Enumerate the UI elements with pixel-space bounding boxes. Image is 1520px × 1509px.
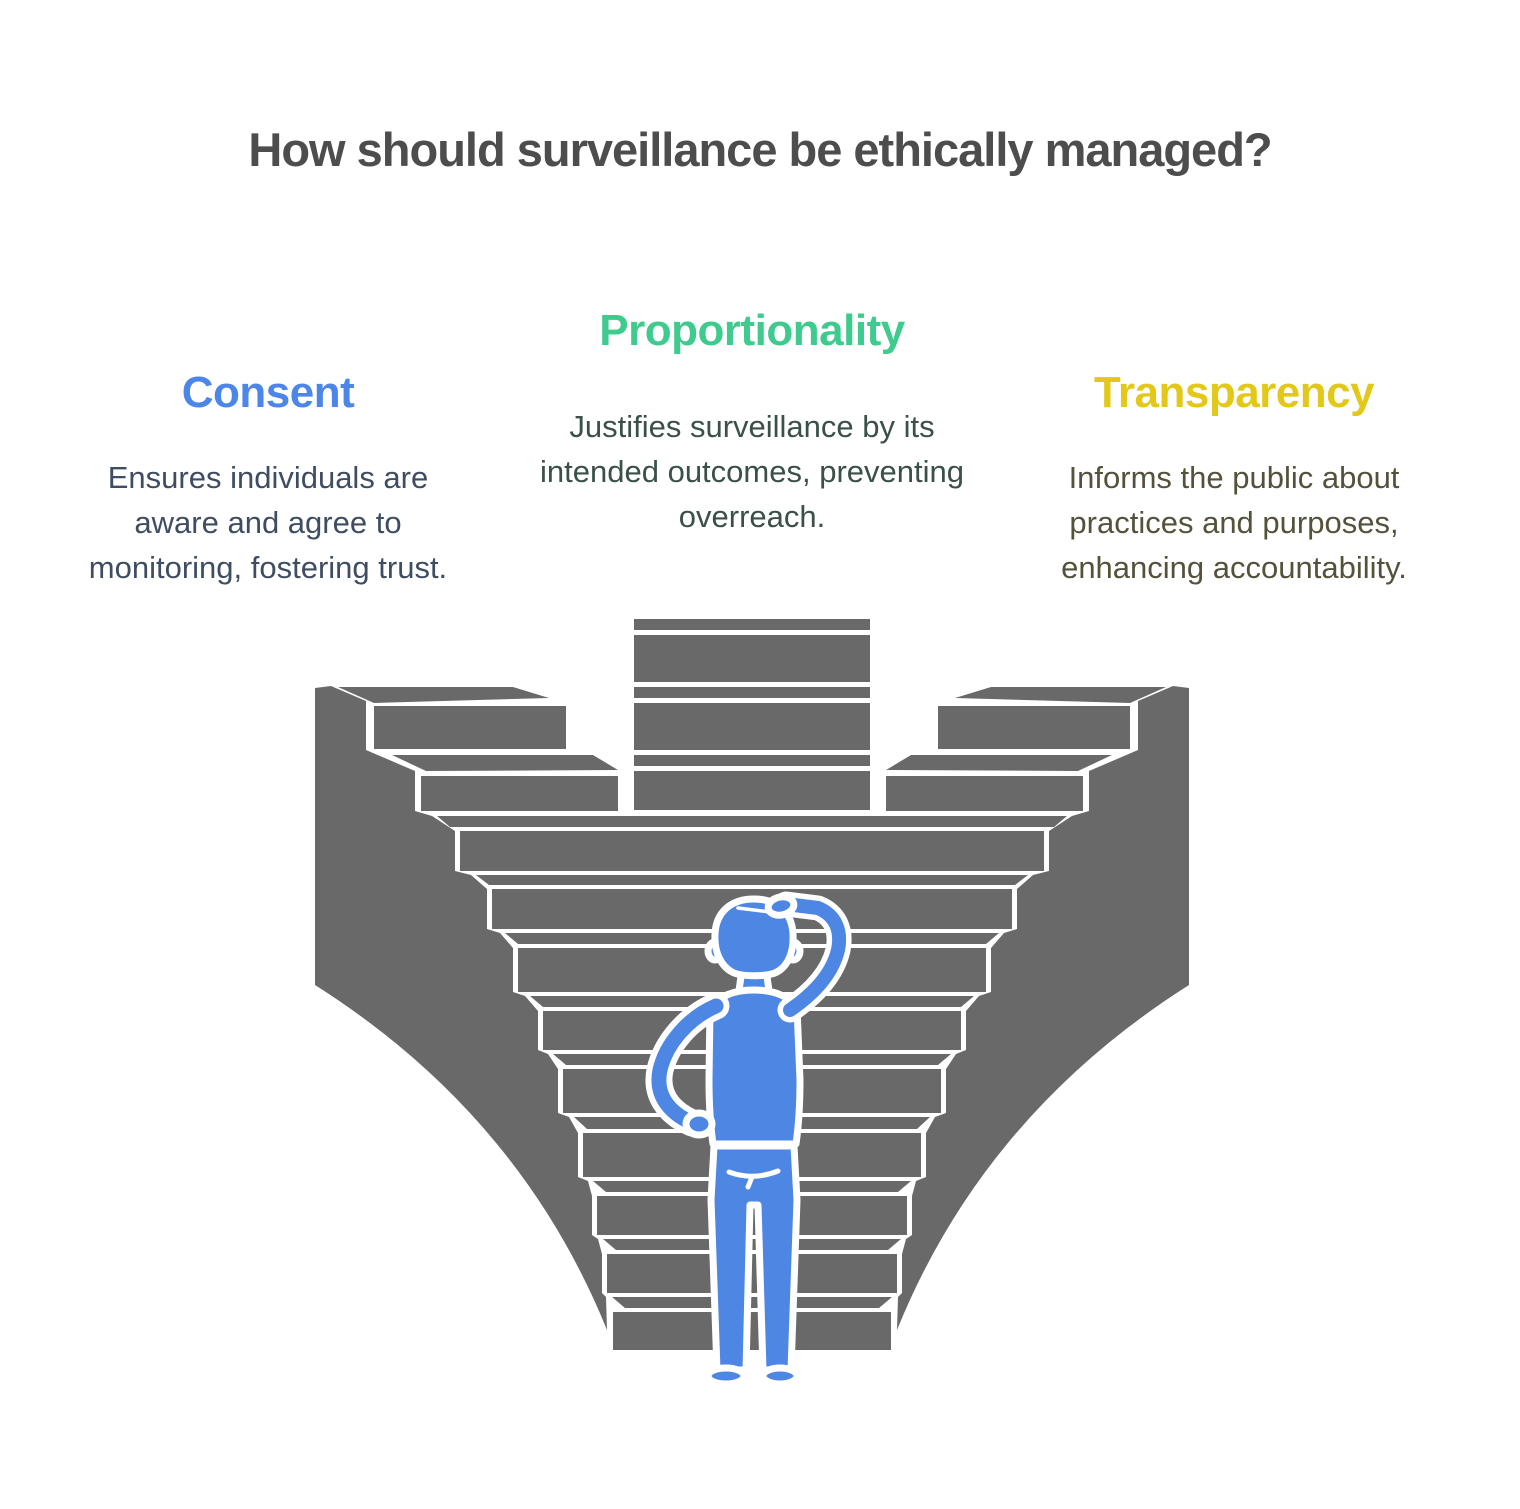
person-head xyxy=(711,895,797,980)
person-left-arm xyxy=(645,992,730,1139)
person-right-foot xyxy=(759,1364,801,1388)
person-right-arm xyxy=(764,891,852,1023)
person-legs xyxy=(707,1142,801,1374)
consent-heading: Consent xyxy=(181,368,355,417)
person-figure xyxy=(645,891,852,1388)
page-title: How should surveillance be ethically man… xyxy=(248,123,1272,176)
left-wall xyxy=(315,686,607,1330)
hairline xyxy=(736,906,772,914)
proportionality-heading: Proportionality xyxy=(599,306,905,355)
person-right-hand xyxy=(764,893,798,919)
proportionality-description: Justifies surveillance by its intended o… xyxy=(540,409,964,534)
person-left-hand xyxy=(682,1109,716,1139)
staircase-left-wing xyxy=(315,686,618,1330)
staircase-center-column xyxy=(634,619,870,810)
pants-crease-line xyxy=(726,1168,781,1190)
staircase-right-wing xyxy=(886,686,1189,1330)
column-transparency: Transparency Informs the public about pr… xyxy=(1038,368,1430,590)
person-left-foot xyxy=(704,1364,748,1388)
transparency-description: Informs the public about practices and p… xyxy=(1061,460,1407,585)
column-proportionality: Proportionality Justifies surveillance b… xyxy=(538,306,966,539)
transparency-heading: Transparency xyxy=(1093,368,1375,417)
column-consent: Consent Ensures individuals are aware an… xyxy=(68,368,468,590)
consent-description: Ensures individuals are aware and agree … xyxy=(88,460,448,585)
